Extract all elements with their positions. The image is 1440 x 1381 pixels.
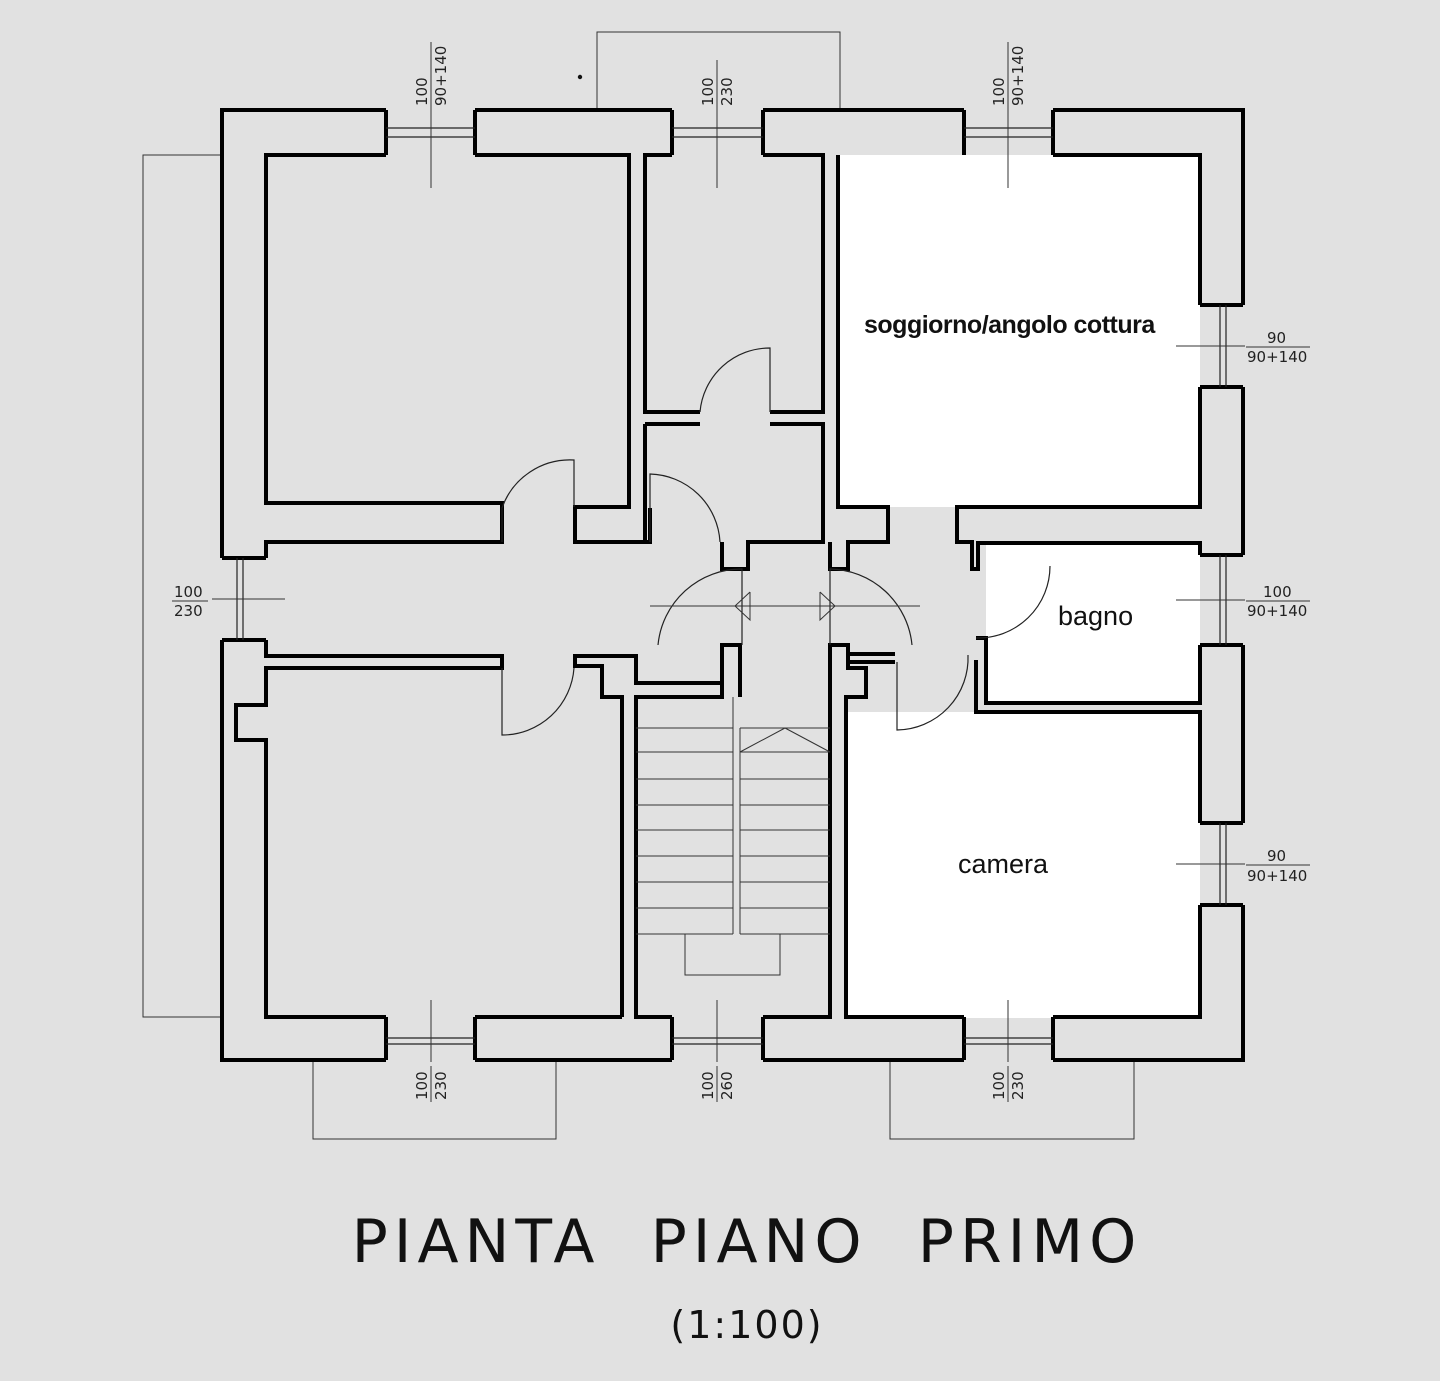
dim-left-mid-h: 100	[174, 583, 203, 601]
dim-bottom-right-w: 230	[1009, 1071, 1027, 1100]
dim-left-mid-w: 230	[174, 602, 203, 620]
dim-bottom-right-h: 100	[990, 1071, 1008, 1100]
dimensions: 100 90+140 100 230 100 90+140 100 230 10…	[172, 42, 1310, 1102]
dim-top-right-w: 90+140	[1009, 46, 1027, 106]
doors	[501, 347, 1051, 736]
room-label-bath: bagno	[1058, 601, 1133, 631]
dim-top-left-w: 90+140	[432, 46, 450, 106]
dim-bottom-center-w: 260	[718, 1071, 736, 1100]
plan-title: PIANTA PIANO PRIMO	[352, 1207, 1143, 1277]
dim-right-upper-h: 90	[1267, 329, 1286, 347]
staircase	[577, 74, 831, 976]
dim-top-center-w: 230	[718, 77, 736, 106]
room-label-living: soggiorno/angolo cottura	[864, 311, 1156, 339]
balconies	[142, 31, 1135, 1140]
dim-bottom-left-w: 230	[432, 1071, 450, 1100]
dim-right-lower-h: 90	[1267, 847, 1286, 865]
dim-right-mid-w: 90+140	[1247, 602, 1307, 620]
dim-right-upper-w: 90+140	[1247, 348, 1307, 366]
dim-right-mid-h: 100	[1263, 583, 1292, 601]
dim-right-lower-w: 90+140	[1247, 867, 1307, 885]
room-bedroom-fill	[846, 712, 1200, 1018]
room-label-bedroom: camera	[958, 849, 1049, 879]
dim-top-left-h: 100	[413, 77, 431, 106]
dim-top-right-h: 100	[990, 77, 1008, 106]
dim-bottom-left-h: 100	[413, 1071, 431, 1100]
room-living-fill	[838, 155, 1200, 507]
dim-top-center-h: 100	[699, 77, 717, 106]
outer-walls	[220, 108, 1245, 1062]
interior-walls	[234, 153, 1202, 1019]
dim-bottom-center-h: 100	[699, 1071, 717, 1100]
plan-scale: (1:100)	[670, 1303, 823, 1347]
